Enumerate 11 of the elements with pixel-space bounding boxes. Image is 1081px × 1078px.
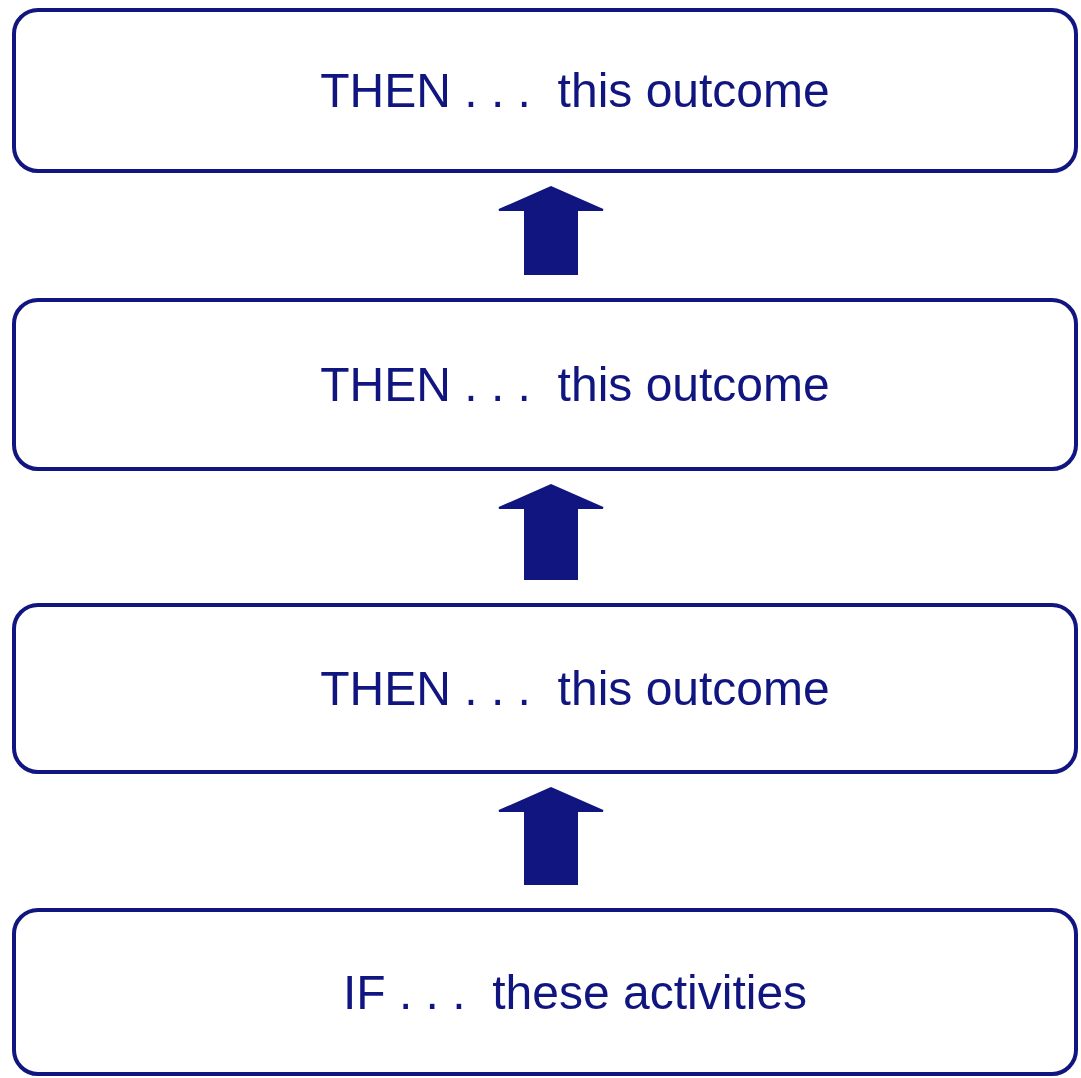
box-text: IF . . . these activities xyxy=(342,964,808,1020)
block-arrow xyxy=(498,786,604,885)
process-box xyxy=(12,298,1078,471)
process-box xyxy=(12,8,1078,173)
process-box xyxy=(12,908,1078,1076)
box-text: THEN . . . this outcome xyxy=(320,357,830,412)
block-arrow xyxy=(498,185,604,275)
process-box xyxy=(12,603,1078,774)
box-text: THEN . . . this outcome xyxy=(320,661,830,716)
block-arrow xyxy=(498,483,604,580)
box-text: THEN . . . this outcome xyxy=(320,63,830,118)
